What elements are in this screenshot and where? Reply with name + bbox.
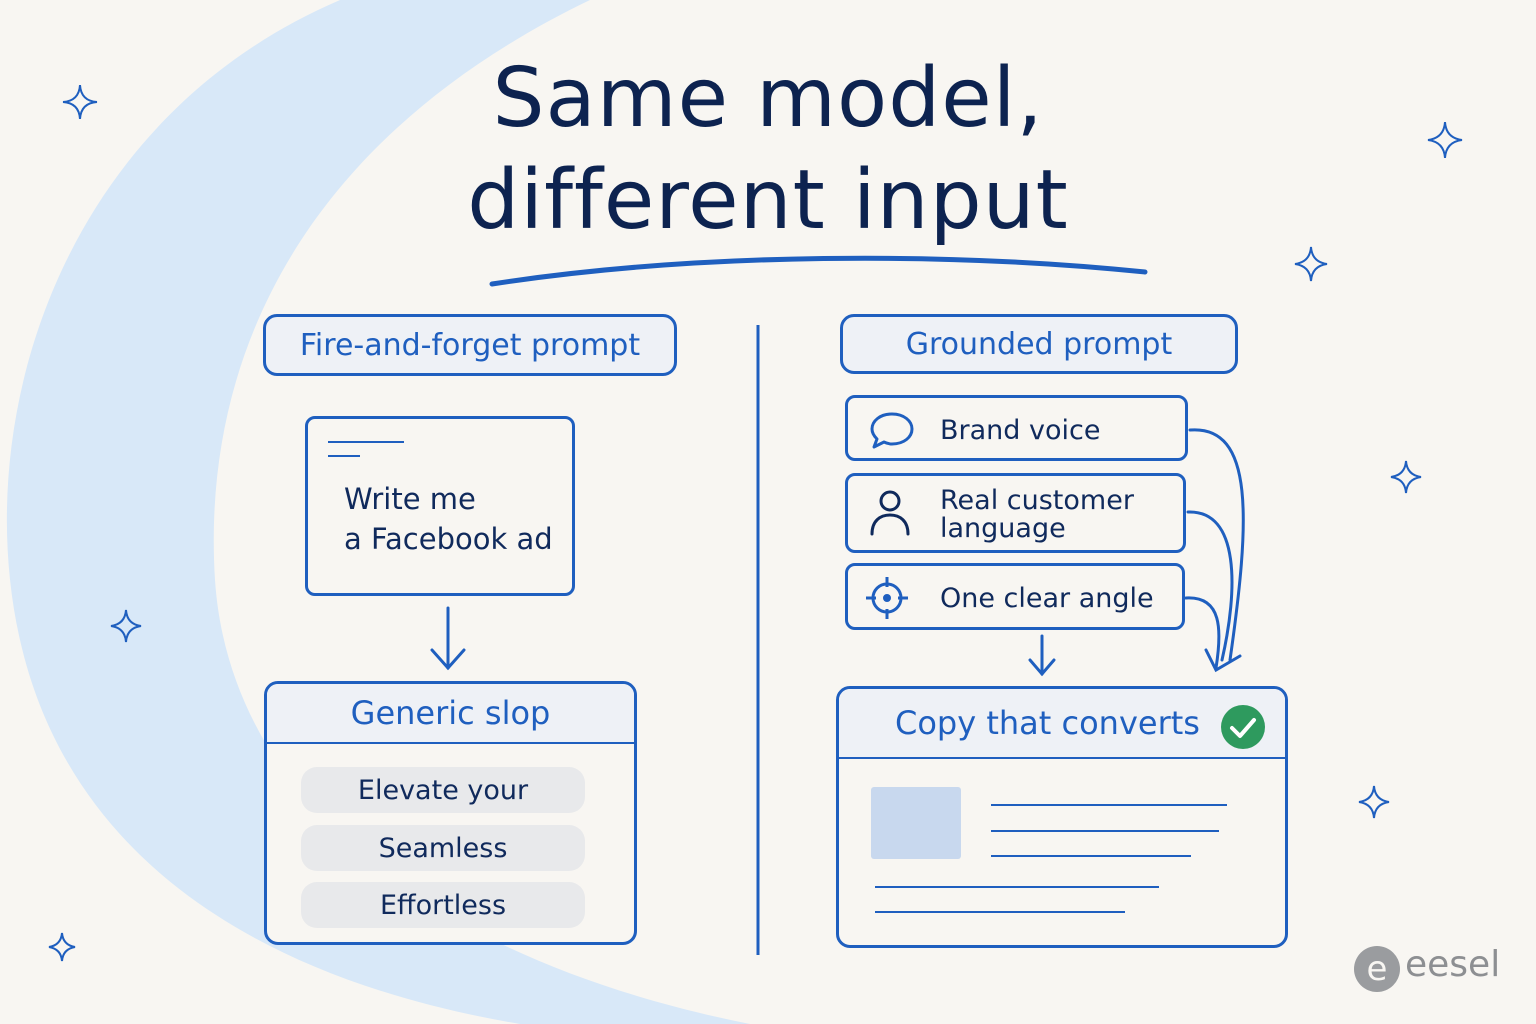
slop-item: Elevate your — [301, 767, 585, 813]
down-arrow-left — [430, 606, 466, 671]
sparkle-icon — [1358, 785, 1390, 819]
slop-item-label: Elevate your — [357, 774, 529, 806]
factor-label-line-1: Real customer — [940, 485, 1134, 516]
eesel-logo-mark-letter: e — [1366, 949, 1388, 989]
sparkle-icon — [48, 932, 76, 962]
target-icon — [866, 577, 908, 619]
sparkle-icon — [1390, 460, 1422, 494]
factor-one-clear-angle: One clear angle — [845, 563, 1185, 630]
slop-item: Effortless — [301, 882, 585, 928]
slop-item-label: Seamless — [378, 832, 508, 864]
factor-brand-voice: Brand voice — [845, 395, 1188, 461]
slop-item: Seamless — [301, 825, 585, 871]
generic-slop-header: Generic slop — [267, 684, 634, 744]
sparkle-icon — [110, 609, 142, 643]
down-arrow-right — [1028, 634, 1056, 677]
left-heading-box: Fire-and-forget prompt — [263, 314, 677, 376]
converging-arrows — [1184, 428, 1245, 673]
right-heading: Grounded prompt — [905, 326, 1173, 362]
eesel-logo-text: eesel — [1405, 944, 1501, 985]
sparkle-icon — [1294, 246, 1328, 282]
generic-slop-title: Generic slop — [350, 694, 551, 732]
person-icon — [870, 490, 910, 536]
title-underline — [489, 255, 1148, 287]
sparkle-icon — [1427, 121, 1463, 159]
copy-that-converts-title: Copy that converts — [895, 704, 1200, 742]
factor-real-customer-language: Real customer language — [845, 473, 1186, 553]
copy-that-converts-header: Copy that converts — [839, 689, 1285, 759]
prompt-text-line-1: Write me — [344, 482, 476, 516]
title-line-2: different input — [467, 153, 1069, 248]
slop-item-label: Effortless — [379, 889, 507, 921]
image-placeholder — [871, 787, 961, 859]
left-heading: Fire-and-forget prompt — [299, 327, 641, 363]
title-line-1: Same model, — [492, 51, 1044, 146]
text-placeholder-lines — [875, 804, 1227, 913]
factor-label: Brand voice — [940, 415, 1101, 446]
factor-label-line-2: language — [940, 513, 1066, 544]
check-circle-icon — [1221, 705, 1265, 749]
right-heading-box: Grounded prompt — [840, 314, 1238, 374]
prompt-card: Write me a Facebook ad — [305, 416, 575, 596]
generic-slop-card: Generic slop Elevate your Seamless Effor… — [264, 681, 637, 945]
speech-bubble-icon — [870, 412, 914, 449]
sparkle-icon — [62, 84, 98, 120]
prompt-card-lines — [328, 441, 404, 457]
factor-label: One clear angle — [940, 583, 1154, 614]
prompt-text-line-2: a Facebook ad — [344, 522, 553, 556]
eesel-logo-mark: e — [1354, 946, 1400, 992]
copy-that-converts-card: Copy that converts — [836, 686, 1288, 948]
background-arc — [6, 0, 751, 1024]
